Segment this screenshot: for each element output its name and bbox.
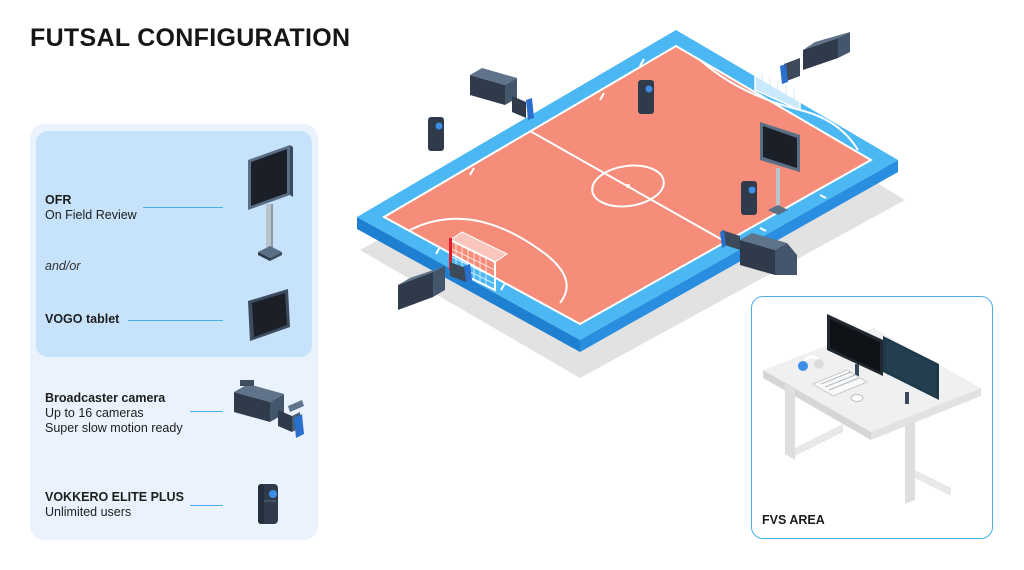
vogo-connector [128,320,223,321]
vogo-title: VOGO tablet [45,312,120,326]
camera-line2: Super slow motion ready [45,421,183,435]
vokkero-device-icon [258,484,278,524]
and-or-text: and/or [45,259,81,273]
headset-icon [798,355,824,371]
vokkero-device-icon [638,80,654,114]
desk-icon [763,314,981,504]
ofr-monitor-icon [248,145,293,261]
futsal-goal-icon [754,68,801,112]
camera-line1: Up to 16 cameras [45,406,144,420]
tablet-icon [248,289,290,341]
ofr-title: OFR [45,193,72,207]
broadcast-camera-icon [720,230,797,275]
vokkero-device-icon [428,117,444,151]
broadcast-camera-icon [234,380,304,438]
vokkero-title: VOKKERO ELITE PLUS [45,490,184,504]
fvs-area-label: FVS AREA [762,513,825,527]
broadcast-camera-icon [780,32,850,84]
camera-connector [190,411,223,412]
futsal-court [357,30,905,378]
vokkero-subtitle: Unlimited users [45,505,132,519]
broadcast-camera-icon [470,68,534,120]
ofr-connector [143,207,223,208]
keyboard-icon [811,369,869,397]
page-title: FUTSAL CONFIGURATION [30,24,351,52]
camera-title: Broadcaster camera [45,391,166,405]
broadcast-camera-icon [398,262,472,310]
ofr-monitor-icon [760,122,800,215]
ofr-subtitle: On Field Review [45,208,137,222]
legend-camera: Broadcaster camera Up to 16 cameras Supe… [45,391,183,436]
legend-ofr: OFR On Field Review [45,193,137,223]
legend-vogo: VOGO tablet [45,312,119,327]
mouse-icon [850,394,864,402]
vokkero-connector [190,505,223,506]
vokkero-device-icon [741,181,757,215]
legend-vokkero: VOKKERO ELITE PLUS Unlimited users [45,490,184,520]
